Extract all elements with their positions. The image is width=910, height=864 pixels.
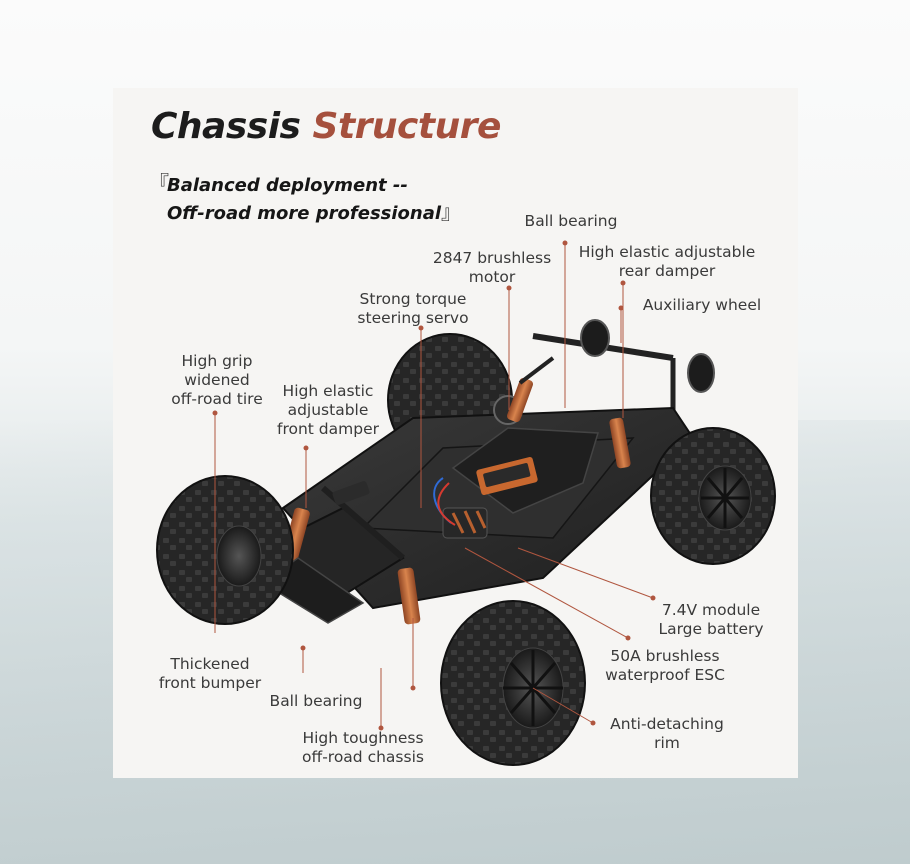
label-chassis-line-2: off-road chassis [302,748,424,766]
label-rear-damper-line-2: rear damper [618,262,716,280]
label-ball-bearing-bottom: Ball bearing [270,692,363,711]
leader-lines [214,243,654,728]
rear-dampers [507,356,631,469]
label-bumper-line-2: front bumper [158,674,262,692]
label-rim-line-2: rim [654,734,680,752]
battery [451,427,599,514]
label-motor-line-1: 2847 brushless [432,249,552,267]
label-front-damper-line-3: front damper [277,420,379,438]
auxiliary-wheel [532,319,715,418]
label-motor: 2847 brushless motor [433,249,551,287]
label-motor-line-2: motor [468,268,516,286]
label-tire-line-1: High grip [181,352,253,370]
rc-car-illustration [156,240,776,766]
label-aux-wheel: Auxiliary wheel [643,296,761,315]
label-esc: 50A brushless waterproof ESC [605,647,725,685]
front-right-tire [440,600,586,766]
page-title: Chassis Structure [151,106,501,147]
subtitle-line-2: Off-road more professional [167,203,442,224]
rear-right-tire [650,427,776,565]
product-card: Chassis Structure 『 Balanced deployment … [113,88,798,778]
label-servo: Strong torque steering servo [357,290,468,328]
label-ball-bearing-top-text: Ball bearing [524,212,618,230]
label-battery-line-2: Large battery [658,620,764,638]
open-quote: 『 [149,171,169,195]
title-part-1: Chassis [151,106,301,147]
label-front-damper: High elastic adjustable front damper [277,382,379,439]
label-bumper-line-1: Thickened [170,655,250,673]
label-rear-damper-line-1: High elastic adjustable [578,243,756,261]
label-esc-line-1: 50A brushless [610,647,720,665]
label-tire-line-3: off-road tire [171,390,263,408]
subtitle-line-2-wrap: Off-road more professional』 [149,199,489,227]
subtitle-line-1: Balanced deployment -- [167,175,408,196]
label-rim: Anti-detaching rim [610,715,724,753]
label-aux-wheel-text: Auxiliary wheel [642,296,762,314]
label-rim-line-1: Anti-detaching [610,715,724,733]
label-servo-line-1: Strong torque [359,290,467,308]
label-front-damper-line-2: adjustable [287,401,369,419]
label-rear-damper: High elastic adjustable rear damper [579,243,756,281]
front-left-tire [156,475,294,625]
leader-dots [212,240,656,731]
label-servo-line-2: steering servo [357,309,469,327]
label-tire: High grip widened off-road tire [171,352,263,409]
label-ball-bearing-bottom-text: Ball bearing [269,692,363,710]
label-chassis-line-1: High toughness [302,729,424,747]
label-battery-line-1: 7.4V module [661,601,761,619]
label-battery: 7.4V module Large battery [658,601,763,639]
label-bumper: Thickened front bumper [159,655,261,693]
label-tire-line-2: widened [184,371,250,389]
label-esc-line-2: waterproof ESC [605,666,725,684]
title-part-2: Structure [312,106,502,147]
close-quote: 』 [441,200,462,224]
label-front-damper-line-1: High elastic [282,382,374,400]
subtitle: 『 Balanced deployment -- Off-road more p… [149,171,489,227]
label-ball-bearing-top: Ball bearing [525,212,618,231]
label-chassis: High toughness off-road chassis [302,729,424,767]
